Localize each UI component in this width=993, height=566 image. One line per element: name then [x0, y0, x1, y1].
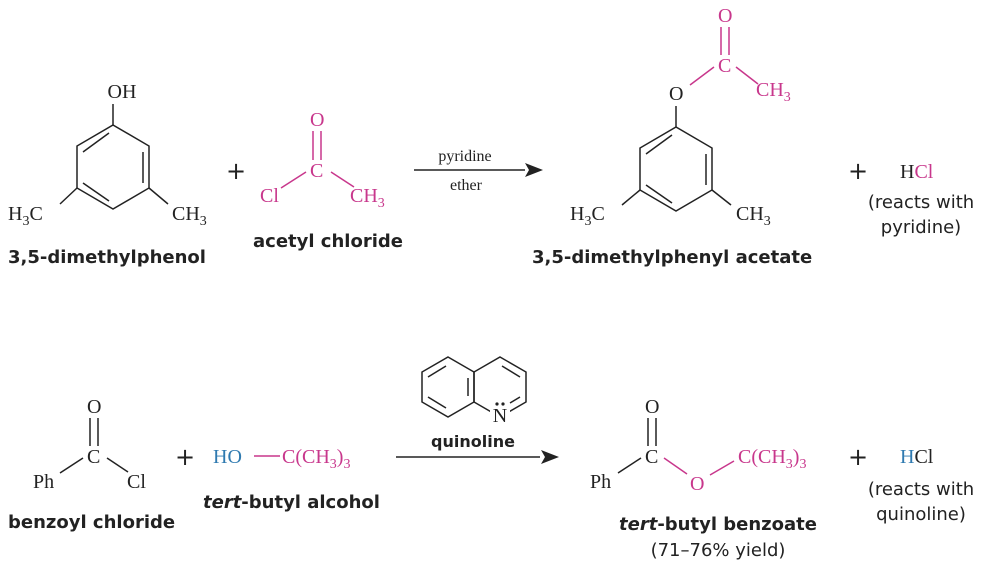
tert-butyl-group: C(CH3)3: [282, 446, 350, 472]
arrow-condition-below: ether: [450, 177, 483, 194]
acetyl-o-label: O: [310, 109, 324, 131]
phenol-ring: [76, 124, 150, 210]
phenol-right-methyl: CH3: [172, 203, 207, 229]
hcl-note-line2: quinoline): [876, 504, 966, 525]
plus-sign: +: [226, 157, 246, 185]
acetyl-c-label: C: [310, 160, 323, 182]
benzoyl-o-label: O: [87, 396, 101, 418]
tert-butyl-benzoate-structure: O C Ph O C(CH3)3: [590, 396, 806, 495]
hcl-note-line2: pyridine): [881, 217, 961, 238]
acetate-methyl: CH3: [756, 79, 791, 105]
quinoline-structure: N: [421, 356, 527, 427]
benzoate-ester-o-label: O: [690, 473, 704, 495]
arrow-catalyst-label: quinoline: [431, 432, 515, 451]
acetate-ester-o-label: O: [669, 83, 683, 105]
acetyl-chloride-structure: O C Cl CH3: [260, 109, 385, 211]
dimethylphenol-name: 3,5-dimethylphenol: [8, 247, 206, 268]
acetate-c-label: C: [718, 55, 731, 77]
benzoate-tert-butyl-group: C(CH3)3: [738, 446, 806, 472]
benzoyl-c-label: C: [87, 446, 100, 468]
phenol-oh-label: OH: [108, 81, 137, 103]
quinoline-n-label: N: [493, 405, 507, 427]
acetyl-methyl: CH3: [350, 185, 385, 211]
quinoline-benzo-ring: [421, 356, 475, 418]
acetyl-cl-label: Cl: [260, 185, 279, 207]
dimethylphenyl-acetate-name: 3,5-dimethylphenyl acetate: [532, 247, 812, 268]
reaction-arrow-2: quinoline: [396, 432, 559, 464]
phenol-left-methyl: H3C: [8, 203, 43, 229]
reaction-arrow-1: pyridine ether: [414, 148, 543, 194]
hcl-formula: HCl: [900, 161, 934, 183]
benzoyl-chloride-structure: O C Ph Cl: [33, 396, 146, 493]
tert-butyl-benzoate-name: tert-butyl benzoate: [619, 514, 817, 535]
hcl-formula: HCl: [900, 446, 934, 468]
yield-label: (71–76% yield): [651, 540, 786, 561]
hcl-note-line1: (reacts with: [868, 479, 974, 500]
dimethylphenyl-acetate-structure: O C CH3 O H3C CH3: [570, 5, 791, 229]
benzoate-ph-label: Ph: [590, 471, 611, 493]
acetate-right-methyl: CH3: [736, 203, 771, 229]
benzoate-c-label: C: [645, 446, 658, 468]
arrow-condition-above: pyridine: [438, 148, 491, 165]
tert-butyl-alcohol-name: tert-butyl alcohol: [203, 492, 380, 513]
acetyl-chloride-name: acetyl chloride: [253, 231, 403, 252]
plus-sign: +: [848, 443, 868, 471]
tert-butyl-alcohol-structure: HO C(CH3)3: [213, 446, 350, 472]
benzoyl-ph-label: Ph: [33, 471, 54, 493]
benzoyl-cl-label: Cl: [127, 471, 146, 493]
acetate-top-o-label: O: [718, 5, 732, 27]
hcl-note-line1: (reacts with: [868, 192, 974, 213]
alcohol-ho-label: HO: [213, 446, 242, 468]
benzoyl-chloride-name: benzoyl chloride: [8, 512, 175, 533]
dimethylphenol-structure: OH H3C CH3: [8, 81, 207, 229]
plus-sign: +: [848, 157, 868, 185]
acetate-left-methyl: H3C: [570, 203, 605, 229]
plus-sign: +: [175, 443, 195, 471]
acetate-ring: [639, 126, 713, 212]
benzoate-top-o-label: O: [645, 396, 659, 418]
